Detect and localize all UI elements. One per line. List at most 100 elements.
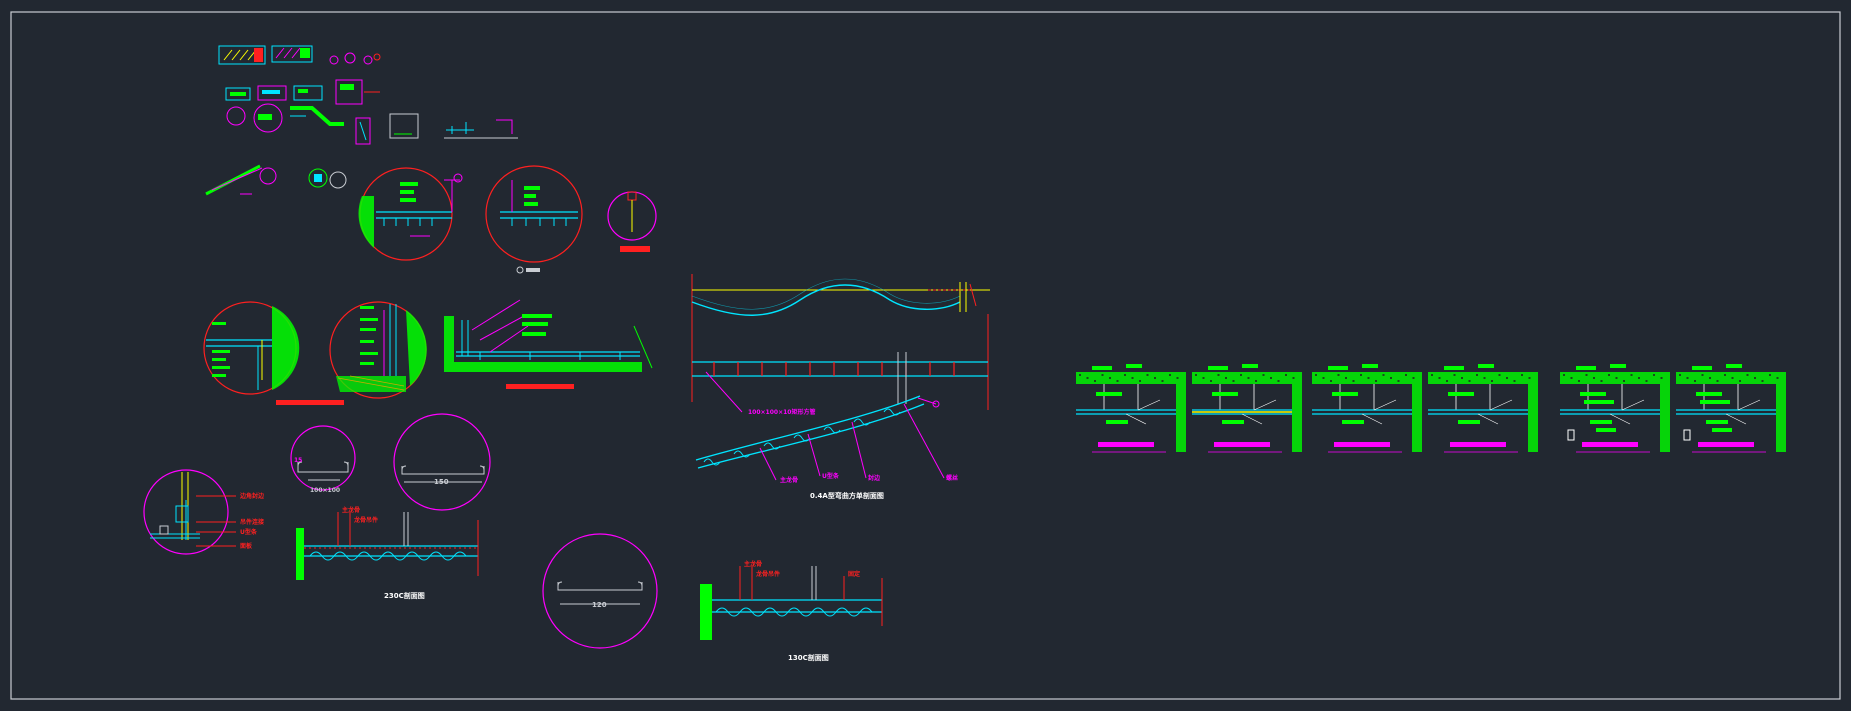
title-bar — [1582, 442, 1638, 447]
ceiling-edge-section — [444, 299, 653, 389]
dim-small: 100×100 — [310, 487, 340, 494]
title-bar — [1214, 442, 1270, 447]
detail-circle-e — [329, 301, 427, 399]
slab-speckle — [1476, 374, 1478, 376]
curved-title: 0.4A型弯曲方单剖面图 — [810, 491, 884, 500]
section130-note-hanger: 龙骨吊件 — [756, 570, 780, 578]
dim-15: 15 — [294, 457, 302, 464]
leader — [1477, 399, 1513, 425]
slab-tag — [1328, 366, 1348, 370]
hanger — [1219, 384, 1255, 410]
slab-speckle — [1776, 377, 1779, 379]
detail-tag — [1096, 392, 1122, 396]
slab-speckle — [1578, 380, 1580, 382]
leader — [1361, 399, 1397, 425]
slab-speckle — [1709, 377, 1711, 379]
slab-speckle — [1382, 374, 1385, 376]
slab-speckle — [1390, 377, 1392, 379]
slab-speckle — [1585, 374, 1588, 376]
slab-speckle — [1563, 374, 1565, 376]
slab-speckle — [1739, 380, 1741, 382]
ceiling-section-5 — [1560, 364, 1670, 453]
slab-speckle — [1405, 374, 1407, 376]
slab-speckle — [1438, 377, 1441, 379]
slab-tag — [1726, 364, 1742, 368]
slab-tag — [1610, 364, 1626, 368]
edge-profile — [1567, 429, 1575, 441]
slab-speckle — [1345, 377, 1347, 379]
slab-speckle — [1161, 380, 1164, 382]
detail-tag — [1332, 392, 1358, 396]
edge-profile — [1683, 429, 1691, 441]
slab-speckle — [1615, 377, 1618, 379]
detail-tag — [1584, 400, 1614, 404]
section230-title: 230C剖面图 — [384, 591, 425, 600]
ceiling-section-1 — [1076, 364, 1186, 453]
detail-tag — [1596, 428, 1616, 432]
section130-note-main: 主龙骨 — [744, 560, 762, 568]
ceiling-section-2 — [1192, 364, 1302, 453]
slab-speckle — [1124, 374, 1126, 376]
slab-tag — [1362, 364, 1378, 368]
slab-speckle — [1116, 380, 1119, 382]
detail-tag — [1222, 420, 1244, 424]
thumbnail-cluster — [205, 45, 518, 196]
slab — [1192, 372, 1302, 384]
left-note-panel: 面板 — [240, 542, 253, 550]
slab-speckle — [1247, 377, 1250, 379]
leader — [1241, 399, 1277, 425]
detail-tag — [1700, 400, 1730, 404]
slab-speckle — [1638, 377, 1640, 379]
hanger — [1703, 384, 1739, 410]
slab-speckle — [1322, 377, 1325, 379]
slab-tag — [1126, 364, 1142, 368]
title-bar — [1098, 442, 1154, 447]
detail-tag — [1590, 420, 1612, 424]
slab-tag — [1208, 366, 1228, 370]
slab-speckle — [1731, 377, 1734, 379]
ceiling-section-series — [1076, 364, 1786, 453]
slab-speckle — [1176, 377, 1179, 379]
section230-note-main: 主龙骨 — [342, 506, 360, 514]
slab-speckle — [1653, 374, 1655, 376]
slab-speckle — [1491, 380, 1493, 382]
leader — [1609, 399, 1645, 425]
slab-speckle — [1169, 374, 1171, 376]
slab-speckle — [1453, 374, 1456, 376]
detail-tag — [1458, 420, 1480, 424]
dim-120: 120 — [592, 601, 607, 609]
slab-tag — [1478, 364, 1494, 368]
slab-speckle — [1240, 374, 1242, 376]
curved-note-b: U型条 — [822, 472, 840, 480]
ceiling-section-4 — [1428, 364, 1538, 453]
slab-speckle — [1513, 380, 1516, 382]
slab-speckle — [1623, 380, 1625, 382]
slab — [1428, 372, 1538, 384]
slab-speckle — [1101, 374, 1104, 376]
slab-speckle — [1109, 377, 1111, 379]
ceiling-section-3 — [1312, 364, 1422, 453]
slab-speckle — [1086, 377, 1089, 379]
slab-speckle — [1210, 380, 1212, 382]
title-bar — [1698, 442, 1754, 447]
curved-panel-section: 主龙骨 U型条 封边 螺丝 0.4A型弯曲方单剖面图 — [695, 395, 958, 500]
slab-speckle — [1255, 380, 1257, 382]
slab-speckle — [1270, 377, 1272, 379]
dim-150: 150 — [434, 478, 449, 486]
wall — [1412, 384, 1422, 452]
slab-speckle — [1375, 380, 1377, 382]
slab-speckle — [1746, 374, 1749, 376]
slab-speckle — [1498, 374, 1501, 376]
profile-circle-small: 15 100×100 — [290, 425, 356, 494]
slab-speckle — [1521, 374, 1523, 376]
detail-tag — [1342, 420, 1364, 424]
ceiling-section-6 — [1676, 364, 1786, 453]
section130-note-fix: 固定 — [848, 570, 860, 578]
slab-speckle — [1446, 380, 1448, 382]
section130-title: 130C剖面图 — [788, 653, 829, 662]
wave-section-note: 100×100×10矩形方管 — [748, 408, 815, 416]
detail-tag — [1448, 392, 1474, 396]
detail-tag — [1580, 392, 1606, 396]
